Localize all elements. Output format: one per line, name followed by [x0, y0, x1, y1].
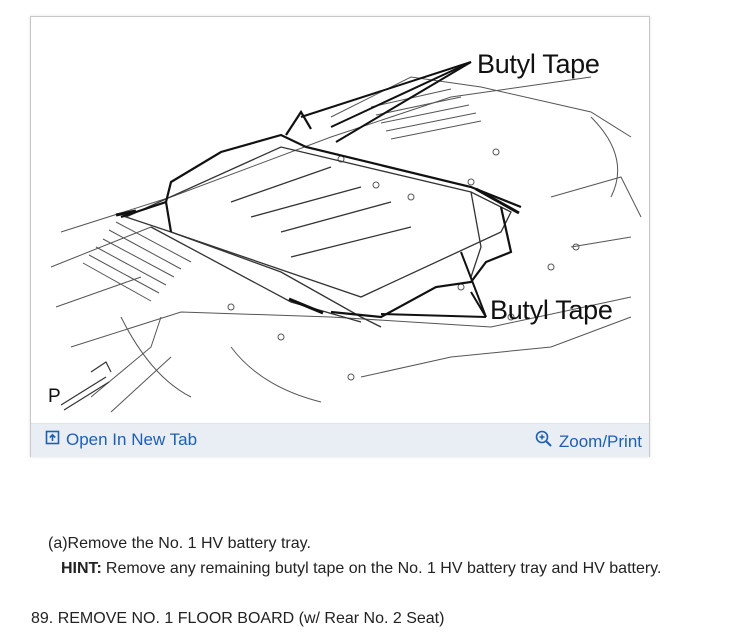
part-letter-p: P — [48, 386, 61, 407]
hint-label: HINT: — [61, 560, 102, 577]
battery-tray-diagram[interactable]: Butyl Tape Butyl Tape P — [31, 17, 649, 422]
figure-toolbar: Open In New Tab Zoom/Print — [31, 423, 649, 457]
open-in-new-tab-link[interactable]: Open In New Tab — [45, 430, 197, 450]
open-in-new-tab-icon — [45, 430, 60, 450]
section-heading: 89. REMOVE NO. 1 FLOOR BOARD (w/ Rear No… — [31, 610, 445, 627]
butyl-tape-callout-bottom: Butyl Tape — [490, 295, 613, 325]
open-in-new-tab-label: Open In New Tab — [66, 430, 198, 449]
diagram-drawing — [50, 61, 642, 413]
figure-card: Butyl Tape Butyl Tape P Open In New Tab — [30, 16, 650, 457]
butyl-tape-callout-top: Butyl Tape — [477, 49, 600, 79]
step-instruction: (a)Remove the No. 1 HV battery tray. — [48, 535, 311, 552]
magnifier-plus-icon — [535, 430, 553, 453]
zoom-print-link[interactable]: Zoom/Print — [535, 430, 642, 453]
hint-text: Remove any remaining butyl tape on the N… — [105, 560, 662, 577]
zoom-print-label: Zoom/Print — [558, 431, 642, 451]
hint-line: HINT:Remove any remaining butyl tape on … — [61, 560, 661, 578]
